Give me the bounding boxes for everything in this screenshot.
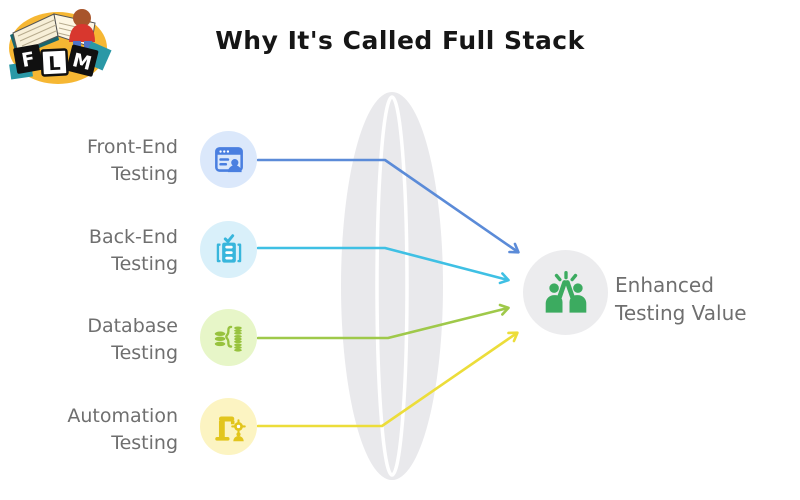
- result-icon-bubble: [523, 250, 608, 335]
- tile-letter-l: L: [48, 53, 61, 76]
- flm-logo: F L M: [9, 9, 112, 84]
- arrow-back-end: [256, 246, 510, 285]
- enhanced-testing-value-label: Enhanced Testing Value: [615, 273, 747, 325]
- front-end-testing-label: Front-End Testing: [86, 136, 178, 185]
- automation-icon-bubble: [200, 398, 257, 455]
- robot-arm-gear-icon: [214, 415, 246, 441]
- back-end-testing-label: Back-End Testing: [88, 226, 178, 275]
- letter-tiles: F L M: [9, 41, 112, 80]
- tile-letter-f: F: [20, 48, 37, 72]
- back-end-icon-bubble: [200, 221, 257, 278]
- database-testing-label: Database Testing: [87, 315, 178, 364]
- browser-user-icon: [214, 146, 243, 172]
- arrow-database: [256, 303, 510, 340]
- automation-testing-label: Automation Testing: [67, 405, 178, 454]
- database-branch-icon: [214, 325, 242, 352]
- lens-shape: [341, 92, 443, 480]
- arrow-automation: [256, 331, 519, 428]
- database-icon-bubble: [200, 309, 257, 366]
- arrow-front-end: [256, 158, 520, 254]
- page-title: Why It's Called Full Stack: [215, 26, 585, 55]
- server-check-icon: [216, 233, 241, 263]
- high-five-icon: [545, 270, 586, 313]
- front-end-icon-bubble: [200, 131, 257, 188]
- tile-letter-m: M: [70, 49, 94, 75]
